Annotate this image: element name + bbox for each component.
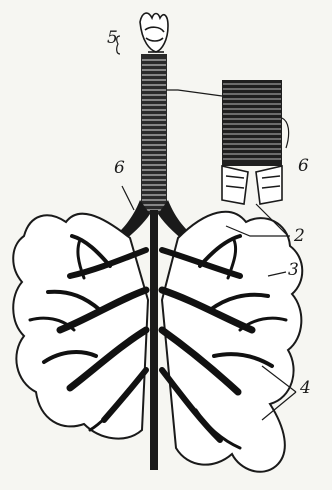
label-3: 3 — [288, 262, 299, 279]
label-5: 5 — [107, 30, 118, 47]
larynx — [140, 13, 168, 52]
label-6-left: 6 — [114, 160, 125, 177]
right-lung — [162, 212, 302, 472]
left-lung — [13, 214, 148, 439]
trachea-detail-inset — [222, 80, 282, 204]
label-6-right: 6 — [298, 158, 309, 175]
label-2: 2 — [294, 228, 305, 245]
trachea — [141, 54, 167, 214]
label-4: 4 — [300, 380, 311, 397]
